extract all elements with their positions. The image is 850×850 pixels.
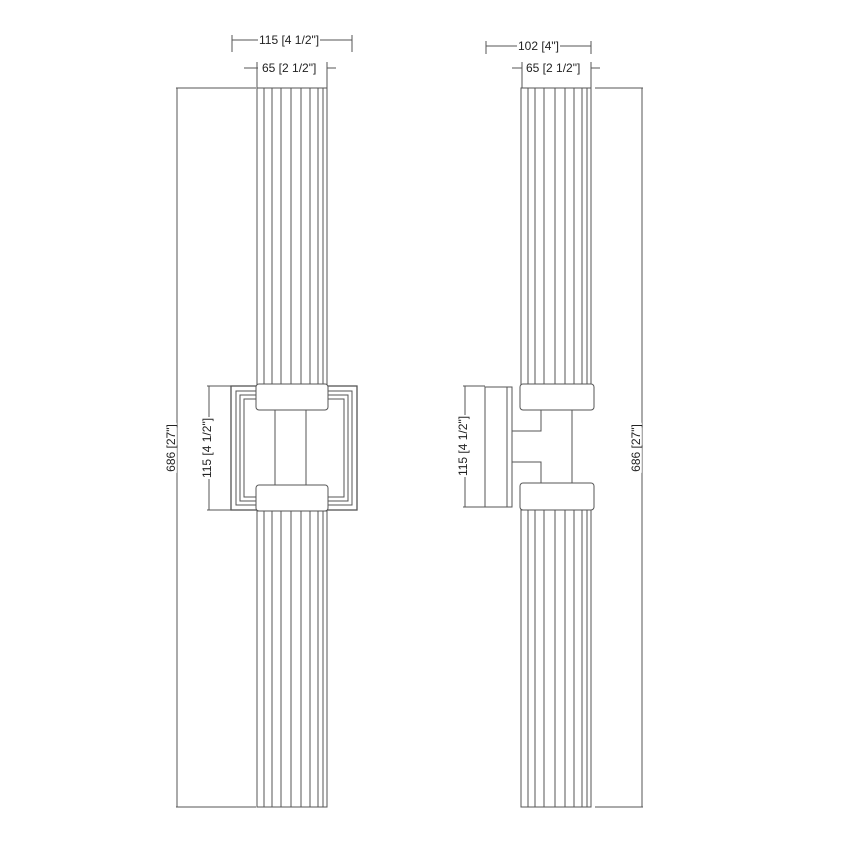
front-lower-flutes: [263, 511, 324, 807]
side-view: [463, 41, 643, 808]
front-column-width-label: 65 [2 1/2"]: [261, 61, 318, 75]
side-lower-flutes: [527, 510, 588, 807]
side-column-width-label: 65 [2 1/2"]: [525, 61, 582, 75]
front-overall-width-label: 115 [4 1/2"]: [258, 33, 321, 47]
side-overall-depth-label: 102 [4"]: [517, 39, 560, 53]
side-overall-height-label: 686 [27"]: [628, 423, 643, 473]
front-overall-height-label: 686 [27"]: [163, 423, 178, 473]
front-backplate-height-label: 115 [4 1/2"]: [200, 416, 215, 480]
side-upper-flutes: [527, 88, 588, 385]
front-upper-flutes: [263, 88, 324, 385]
side-backplate-height-label: 115 [4 1/2"]: [456, 414, 471, 478]
